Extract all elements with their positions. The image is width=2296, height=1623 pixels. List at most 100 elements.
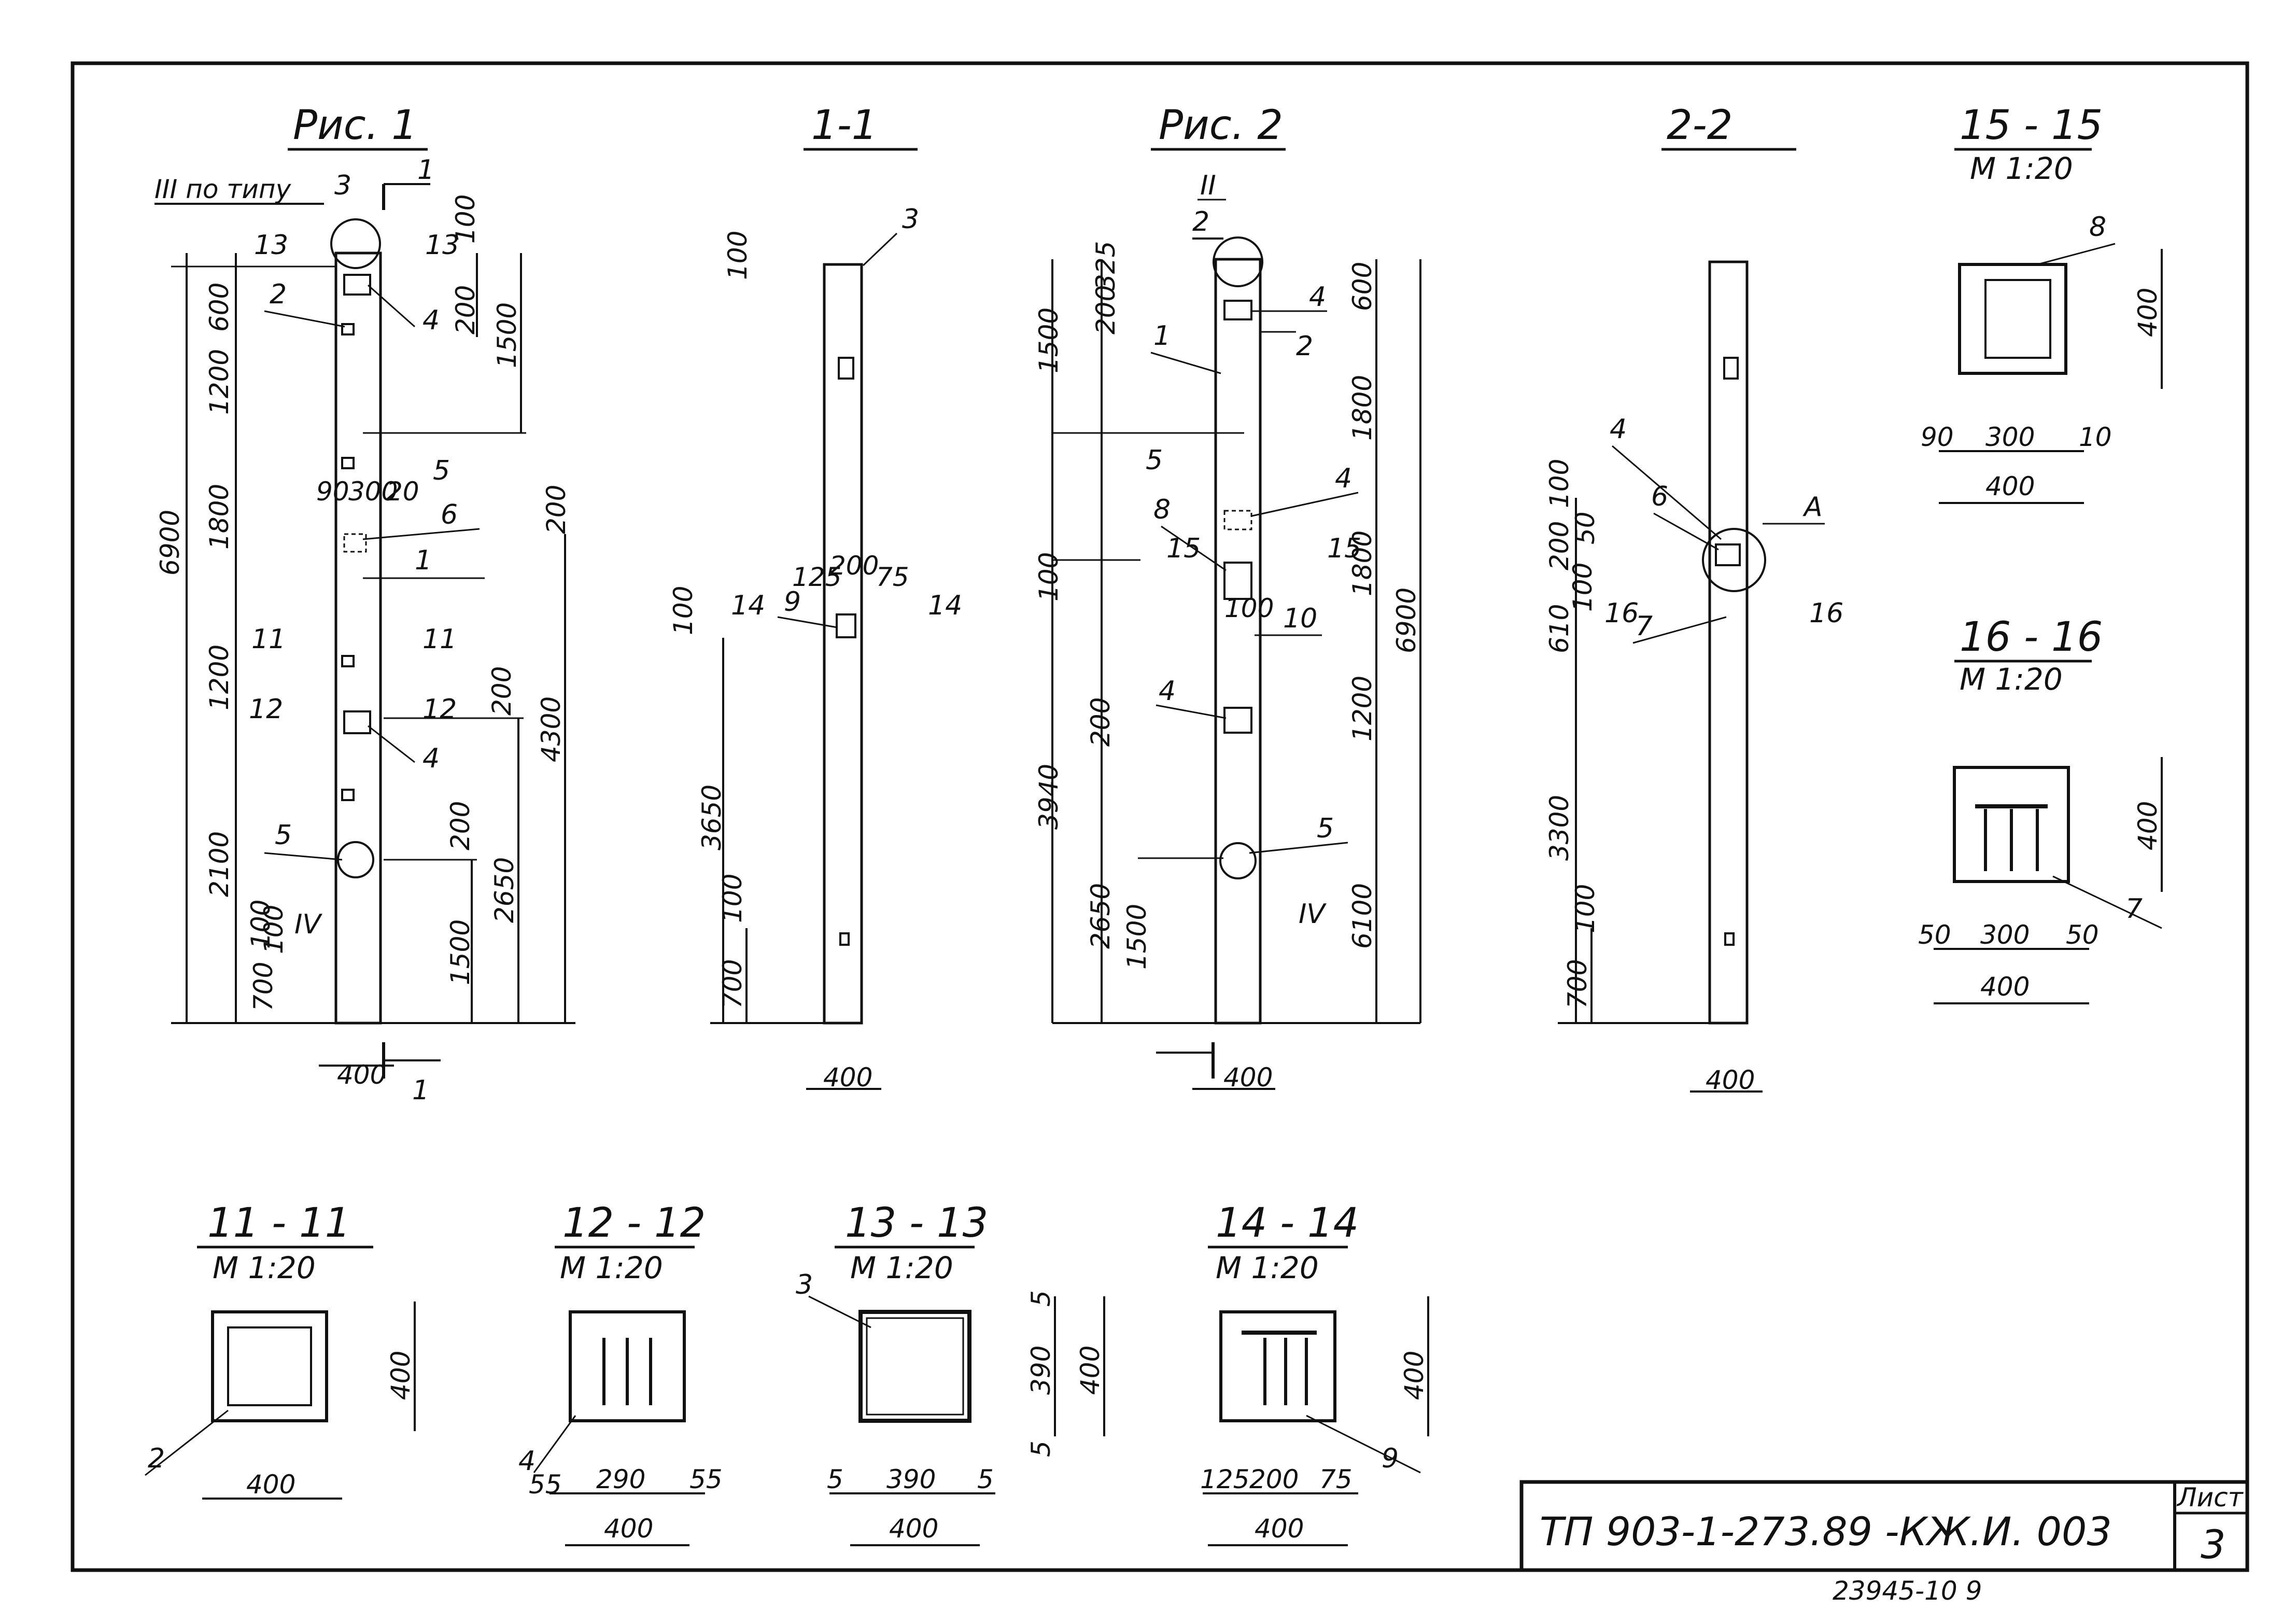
- section-1-1-dim-1: 100: [723, 231, 753, 280]
- sec-13-dim-2: 390: [886, 1464, 936, 1494]
- fig1-pos-4a-leader: [368, 284, 415, 328]
- sec-16-height: 400: [2133, 801, 2163, 850]
- fig2-pos-1: 1: [1153, 320, 1171, 352]
- fig1-section-12-left: 12: [249, 694, 283, 725]
- fig1-part-2b: [341, 457, 355, 469]
- fig2-pos-4b-leader: [1251, 492, 1359, 517]
- fig1-dim-right-6: 200: [487, 666, 517, 716]
- fig1-embedded-6: [343, 533, 367, 553]
- sec-11-pos: 2: [148, 1443, 165, 1474]
- section-1-1-dim-2: 3650: [697, 785, 727, 850]
- fig1-dim-right-4: 4300: [536, 696, 566, 762]
- fig2-column: [1214, 258, 1262, 1025]
- fig2-node-iv-circle: [1219, 842, 1257, 879]
- fig1-dim-left-1: 600: [204, 283, 234, 332]
- section-2-2-title: 2-2: [1667, 102, 1732, 149]
- fig1-dim-misc-300: 300: [348, 477, 398, 507]
- sheet-number: 3: [2201, 1521, 2225, 1568]
- section-1-1-width: 400: [823, 1062, 872, 1093]
- fig2-dim-left-8: 200: [1086, 697, 1116, 747]
- section-1-1-dim-3: 700: [717, 959, 748, 1009]
- fig1-dim-misc-20: 20: [386, 477, 419, 507]
- section-2-2-sec-16-right: 16: [1809, 598, 1843, 629]
- fig1-dim-right-2: 200: [450, 285, 481, 334]
- sec-14-dim-2: 200: [1249, 1464, 1299, 1494]
- sec-13-title: 13 - 13: [845, 1200, 988, 1247]
- fig1-dim-misc-90: 90: [316, 477, 349, 507]
- sec-15-height: 400: [2133, 288, 2163, 337]
- section-1-1-sec-14-left: 14: [731, 590, 765, 621]
- fig1-title: Рис. 1: [293, 102, 417, 149]
- fig2-dim-left-6: 2650: [1086, 883, 1116, 949]
- fig1-dim-right-1: 100: [450, 194, 481, 244]
- section-2-2-pos-4-leader: [1612, 445, 1722, 540]
- fig1-view: Рис. 1 III по типу 6900 600 1200 1800 12…: [154, 102, 575, 1106]
- fig1-dim-right-8: 200: [445, 801, 475, 850]
- fig2-pos-4b: 4: [1335, 463, 1352, 494]
- sec-14-dim-1: 125: [1200, 1464, 1249, 1494]
- section-2-2-pos-6: 6: [1651, 481, 1668, 512]
- fig1-pos-6-leader: [362, 528, 480, 540]
- fig1-dim-left-3: 1800: [204, 484, 234, 550]
- sec-16-dim-3: 50: [2066, 920, 2099, 950]
- fig1-node-iv: IV: [294, 909, 322, 940]
- fig2-sec-15-right: 15: [1327, 533, 1361, 564]
- sec-14-title: 14 - 14: [1216, 1200, 1359, 1247]
- fig2-title: Рис. 2: [1159, 102, 1283, 149]
- fig2-dim-left-4: 100: [1034, 552, 1064, 601]
- sec-12-title: 12 - 12: [562, 1200, 706, 1247]
- fig2-node-ii: II: [1200, 170, 1216, 201]
- fig1-pos-1: 1: [415, 545, 432, 576]
- sec-13-inner: [866, 1317, 964, 1416]
- section-1-1-dim-4: 100: [717, 874, 748, 923]
- fig2-view: Рис. 2 1500 200 325 100 3940 2650 1500 2…: [1034, 102, 1421, 1093]
- fig1-section-13-left: 13: [254, 230, 288, 261]
- fig2-cut-label: 2: [1192, 206, 1209, 237]
- sec-16-scale: М 1:20: [1960, 662, 2063, 697]
- section-2-2-part-t: [1723, 357, 1739, 380]
- section-2-2-column: [1708, 260, 1749, 1025]
- sec-16-width: 400: [1980, 972, 2030, 1002]
- archive-number: 23945-10 9: [1833, 1576, 1982, 1606]
- sec-11-outline: [211, 1310, 328, 1422]
- title-block: ТП 903-1-273.89 -КЖ.И. 003 Лист 3 23945-…: [1519, 1480, 2249, 1606]
- fig1-embedded-4a: [343, 274, 371, 296]
- fig1-dim-right-3: 1500: [492, 302, 522, 368]
- fig1-node-iii-circle: [330, 218, 381, 269]
- section-2-2-dim-6: 610: [1544, 604, 1574, 653]
- fig2-pos-10: 10: [1283, 603, 1317, 634]
- section-2-2-dim-2: 50: [1570, 511, 1600, 544]
- fig2-dim-right-4: 1200: [1347, 676, 1377, 741]
- section-1-1-view: 1-1 100 3650 700 100 100 125 200 75 400 …: [668, 102, 962, 1093]
- section-2-2-dim-5: 3300: [1544, 795, 1574, 861]
- fig2-pos-8: 8: [1153, 494, 1171, 525]
- sec-13-scale: М 1:20: [850, 1250, 953, 1285]
- fig1-section-11-right: 11: [422, 624, 457, 655]
- sec-15-dim-3: 10: [2079, 422, 2112, 452]
- fig1-cut-label-top: 1: [417, 155, 434, 186]
- section-1-1-dim-7: 200: [829, 551, 879, 581]
- fig1-dim-left-4: 1200: [204, 645, 234, 710]
- sec-11-scale: М 1:20: [213, 1250, 316, 1285]
- sec-16-outline: [1953, 766, 2070, 883]
- fig1-pos-2: 2: [270, 279, 287, 310]
- fig2-pos-4a: 4: [1309, 282, 1326, 313]
- sec-14-dim-3: 75: [1319, 1464, 1353, 1494]
- sec-15-scale: М 1:20: [1970, 151, 2073, 186]
- sec-12-pos: 4: [518, 1446, 536, 1477]
- sec-13-pos-leader: [808, 1295, 871, 1328]
- sec-15-dim-1: 90: [1921, 422, 1954, 452]
- fig1-pos-6: 6: [441, 499, 458, 530]
- fig1-pos-4b: 4: [422, 743, 440, 774]
- section-2-2-pos-7: 7: [1636, 611, 1653, 642]
- fig1-section-11-left: 11: [251, 624, 286, 655]
- sec-12-pos-leader: [533, 1415, 576, 1473]
- fig2-pos-5a: 5: [1146, 445, 1163, 476]
- fig2-dim-right-5: 6100: [1347, 883, 1377, 949]
- section-1-1-part-t: [838, 357, 854, 380]
- sec-15-width: 400: [1985, 471, 2035, 501]
- sec-13-outline: [858, 1310, 971, 1423]
- fig2-node-iv: IV: [1299, 899, 1327, 930]
- section-2-2-pos-4: 4: [1610, 414, 1627, 445]
- fig1-width: 400: [337, 1060, 386, 1090]
